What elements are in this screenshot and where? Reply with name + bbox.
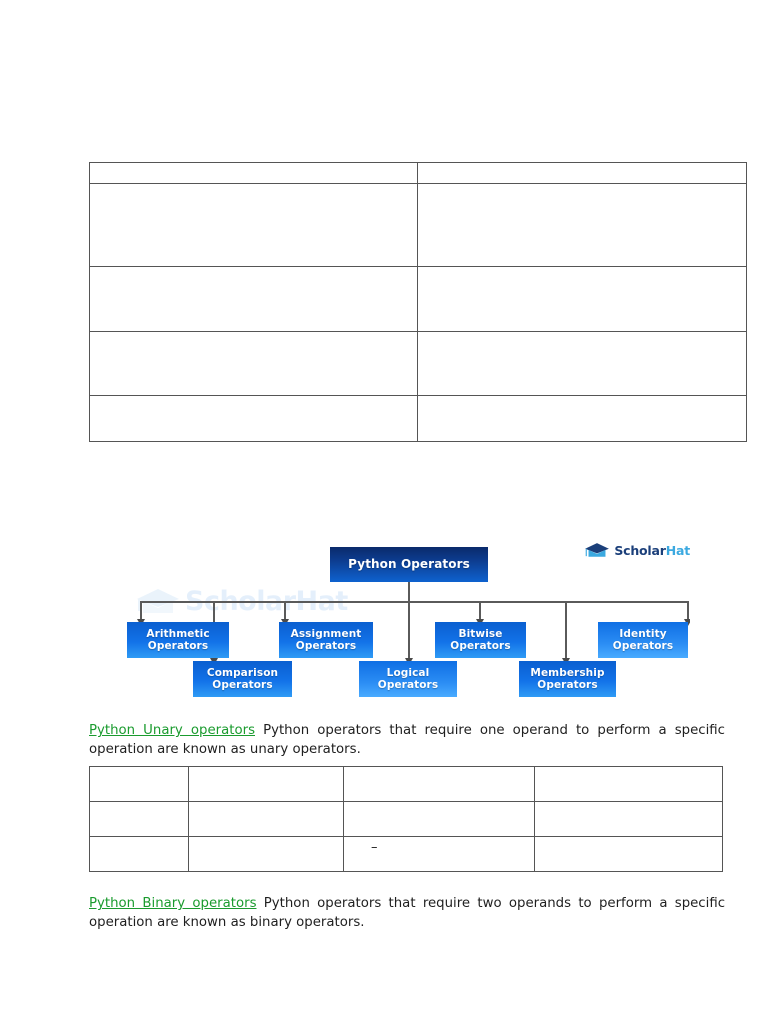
node-assignment-operators[interactable]: Assignment Operators bbox=[279, 622, 373, 658]
node-label: Assignment Operators bbox=[290, 627, 362, 652]
table-cell bbox=[343, 801, 535, 837]
connector-drop-assignment bbox=[284, 601, 286, 622]
table-cell bbox=[534, 836, 723, 872]
table-cell bbox=[417, 395, 747, 442]
table-cell bbox=[89, 266, 418, 332]
graduation-cap-icon bbox=[585, 543, 610, 557]
node-comparison-operators[interactable]: Comparison Operators bbox=[193, 661, 292, 697]
connector-drop-arithmetic bbox=[140, 601, 142, 622]
python-unary-operators-link[interactable]: Python Unary operators bbox=[89, 723, 255, 739]
logo-text: ScholarHat bbox=[614, 543, 690, 558]
node-label: Identity Operators bbox=[612, 627, 674, 652]
binary-paragraph-body: Python operators that require two operan… bbox=[89, 896, 725, 931]
node-bitwise-operators[interactable]: Bitwise Operators bbox=[435, 622, 526, 658]
table-cell-minus-operator: – bbox=[343, 836, 535, 872]
table-cell bbox=[188, 801, 344, 837]
table-cell bbox=[417, 183, 747, 267]
table-row bbox=[89, 766, 723, 802]
table-cell bbox=[534, 766, 723, 802]
logo-scholar-text: Scholar bbox=[614, 543, 666, 558]
table-row: – bbox=[89, 836, 723, 872]
operators-table bbox=[89, 162, 747, 442]
unary-paragraph-body: Python operators that require one operan… bbox=[89, 723, 725, 758]
table-cell bbox=[89, 395, 418, 442]
table-cell bbox=[89, 162, 418, 184]
table-row bbox=[89, 162, 747, 184]
table-cell bbox=[89, 331, 418, 396]
connector-bus bbox=[140, 601, 688, 603]
table-row bbox=[89, 331, 747, 396]
node-label: Arithmetic Operators bbox=[146, 627, 210, 652]
table-cell bbox=[417, 266, 747, 332]
node-logical-operators[interactable]: Logical Operators bbox=[359, 661, 457, 697]
table-cell bbox=[534, 801, 723, 837]
table-row bbox=[89, 266, 747, 332]
node-label: Bitwise Operators bbox=[450, 627, 511, 652]
node-membership-operators[interactable]: Membership Operators bbox=[519, 661, 616, 697]
binary-operators-paragraph: Python Binary operators Python operators… bbox=[89, 895, 725, 933]
logo-hat-text: Hat bbox=[665, 543, 690, 558]
table-row bbox=[89, 395, 747, 442]
table-cell bbox=[89, 183, 418, 267]
table-cell bbox=[89, 766, 189, 802]
table-cell bbox=[188, 836, 344, 872]
node-label: Logical Operators bbox=[377, 666, 439, 691]
connector-root-stem bbox=[408, 582, 410, 601]
connector-drop-membership bbox=[565, 601, 567, 661]
node-python-operators[interactable]: Python Operators bbox=[330, 547, 488, 582]
connector-drop-logical bbox=[408, 601, 410, 661]
table-cell bbox=[417, 162, 747, 184]
node-label: Comparison Operators bbox=[206, 666, 279, 691]
node-arithmetic-operators[interactable]: Arithmetic Operators bbox=[127, 622, 229, 658]
scholarhat-logo: ScholarHat bbox=[584, 542, 690, 559]
node-label: Membership Operators bbox=[530, 666, 605, 691]
table-row bbox=[89, 183, 747, 267]
table-cell bbox=[343, 766, 535, 802]
node-label: Python Operators bbox=[348, 556, 470, 571]
table-cell bbox=[188, 766, 344, 802]
table-cell bbox=[89, 836, 189, 872]
connector-drop-bitwise bbox=[479, 601, 481, 622]
node-identity-operators[interactable]: Identity Operators bbox=[598, 622, 688, 658]
unary-operators-table: – bbox=[89, 766, 723, 872]
unary-operators-paragraph: Python Unary operators Python operators … bbox=[89, 722, 725, 760]
table-row bbox=[89, 801, 723, 837]
python-operators-diagram: ScholarHat ScholarHat bbox=[127, 538, 690, 700]
connector-drop-identity bbox=[687, 601, 689, 622]
table-cell bbox=[89, 801, 189, 837]
table-cell bbox=[417, 331, 747, 396]
python-binary-operators-link[interactable]: Python Binary operators bbox=[89, 896, 257, 912]
